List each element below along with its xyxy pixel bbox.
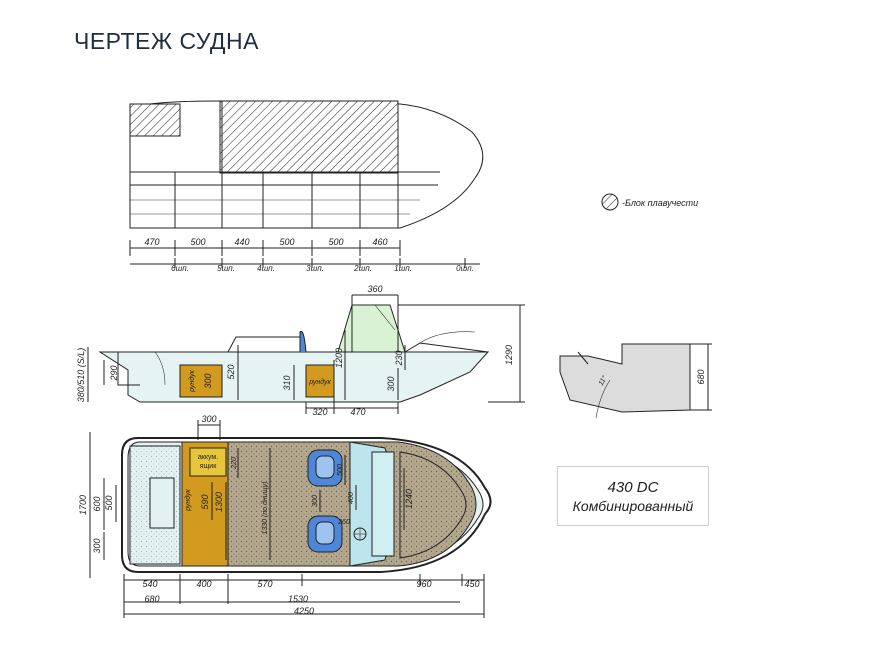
dim-label: 220 [231,457,238,470]
dim-label: 230 [394,350,404,366]
spacing-label: 470 [144,237,159,247]
box-label: рундук [188,370,196,393]
spacing-label: 500 [328,237,343,247]
dim-label: 300 [386,376,396,391]
box-label: рундук [308,378,331,386]
frame-label: 0шп. [456,264,474,273]
box-label: рундук [184,489,192,512]
dim-label: 450 [464,579,479,589]
dim-label: 570 [257,579,272,589]
dim-label: 1300 [214,492,224,512]
model-name: 430 DC [607,479,659,496]
dim-label: 1330 (по днищу) [261,481,269,534]
dim-label: 590 [200,494,210,509]
legend: -Блок плавучести [601,193,698,211]
dim-label: 1700 [78,495,88,515]
frame-label: 4шп. [257,264,275,273]
dim-label: 470 [350,407,365,417]
spacing-label: 440 [234,237,249,247]
side-view: 360 1290 380/510 (S/L) 290 рундук 300 52… [76,284,525,417]
spacing-label: 460 [372,237,387,247]
dim-label: 4250 [294,606,314,616]
dim-label: 1290 [504,345,514,365]
dim-label: 600 [92,496,102,511]
dim-label: 380/510 (S/L) [76,348,86,403]
frame-label: 5шп. [217,264,235,273]
dim-label: 960 [416,579,431,589]
buoyancy-block-center [219,100,399,174]
spacing-label: 500 [190,237,205,247]
dim-label: 1240 [404,489,414,509]
frame-label: 6шп. [171,264,189,273]
dim-label: 300 [312,495,319,507]
plan-view: аккум. ящик 220 рундук 590 1300 1330 (по… [78,414,492,618]
battery-label: ящик [200,463,217,470]
page-title: ЧЕРТЕЖ СУДНА [74,28,259,54]
battery-box [189,447,227,477]
aft-storage-box [179,364,223,398]
frame-label: 2шп. [353,264,372,273]
legend-label: -Блок плавучести [622,198,698,208]
dim-label: 1530 [288,594,308,604]
frame-label: 1шп. [394,264,412,273]
dim-label: 400 [196,579,211,589]
hatch-swatch-icon [601,193,619,211]
dim-label: 300 [201,414,216,424]
dim-label: 360 [367,284,382,294]
dim-label: 520 [226,364,236,379]
dim-label: 1200 [334,348,344,368]
dim-label: 290 [109,365,119,381]
dim-label: 310 [282,375,292,390]
dim-label: 500 [337,464,344,476]
model-variant: Комбинированный [572,498,694,514]
spacing-label: 500 [279,237,294,247]
dim-label: 680 [696,369,706,384]
model-label-box: 430 DC Комбинированный [557,466,709,526]
dim-label: 260 [337,519,350,526]
dim-label: 400 [348,492,355,504]
frame-label: 3шп. [306,264,324,273]
section-view: 680 11° [559,343,712,419]
dim-label: 500 [104,495,114,510]
buoyancy-block-aft [129,103,181,137]
dim-label: 680 [144,594,159,604]
dim-label: 300 [92,538,102,553]
dim-label: 320 [312,407,327,417]
hull-top-view: 470 500 440 500 500 460 6шп. 5шп. 4шп. 3… [129,100,484,273]
dim-label: 300 [203,373,213,388]
dim-label: 540 [142,579,157,589]
battery-label: аккум. [198,454,218,461]
